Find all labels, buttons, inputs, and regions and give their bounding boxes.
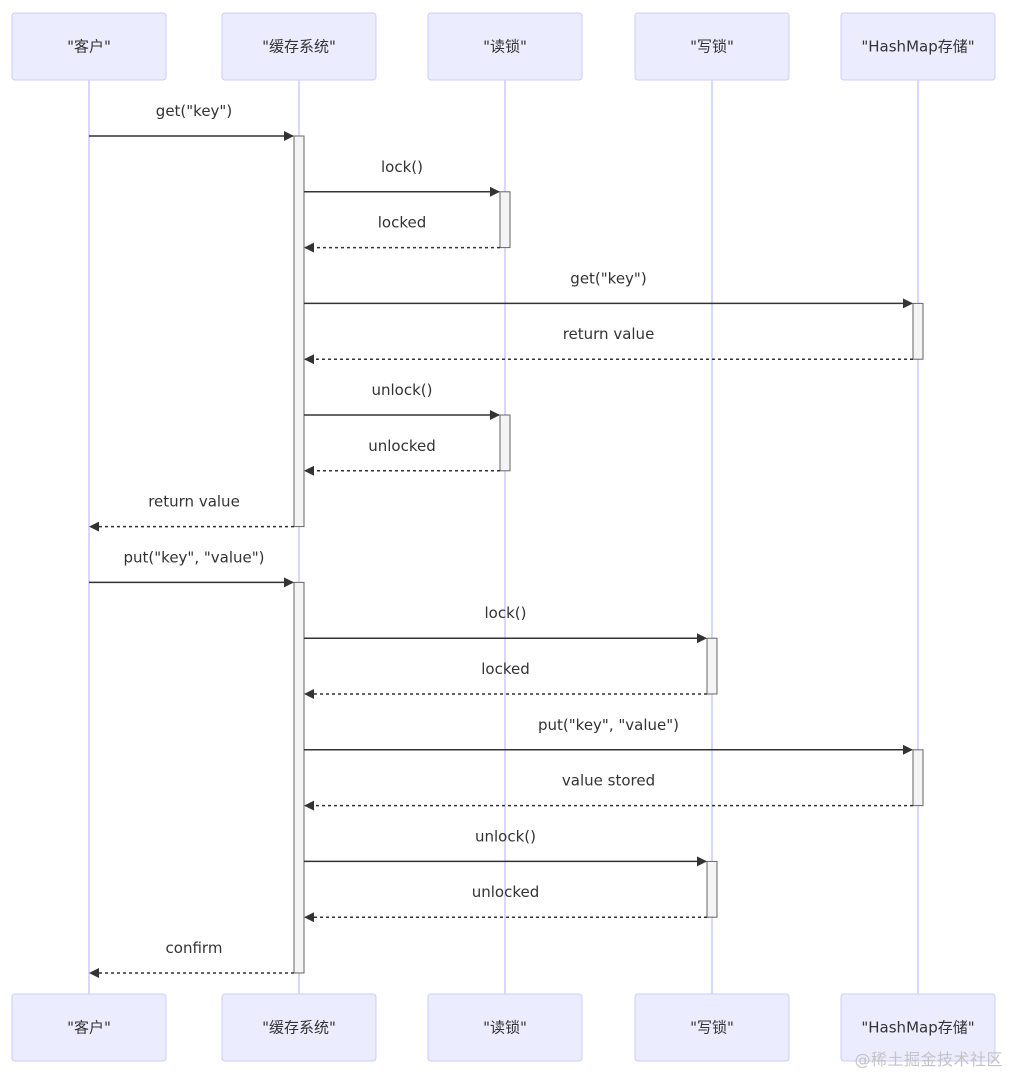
actor-label: "读锁" <box>483 38 527 56</box>
message-6: unlocked <box>304 437 500 476</box>
actor-box <box>221 12 377 81</box>
message-1: lock() <box>304 158 500 197</box>
message-label: value stored <box>562 772 655 790</box>
message-label: get("key") <box>156 102 232 120</box>
actor-box <box>634 12 790 81</box>
actor-writelock-top: "写锁" <box>634 12 790 81</box>
message-4: return value <box>304 325 913 365</box>
activation-bar-readlock <box>499 414 511 472</box>
message-11: put("key", "value") <box>304 716 913 755</box>
actor-label: "HashMap存储" <box>861 1019 974 1037</box>
message-7: return value <box>89 493 294 532</box>
actor-label: "缓存系统" <box>262 1019 336 1037</box>
activation-bar-cache <box>293 135 305 528</box>
actor-label: "HashMap存储" <box>861 38 974 56</box>
message-10: locked <box>304 660 707 699</box>
actor-box <box>221 993 377 1062</box>
message-0: get("key") <box>89 102 294 141</box>
actor-box <box>634 993 790 1062</box>
watermark-text: @稀土掘金技术社区 <box>854 1050 1003 1069</box>
activations <box>293 135 924 974</box>
message-label: get("key") <box>570 269 646 287</box>
message-8: put("key", "value") <box>89 548 294 588</box>
message-label: unlock() <box>475 827 536 845</box>
actors: "客户" "客户" "缓存系统" "缓存系统" "读锁" "读锁" "写锁" "写锁" "Has… <box>11 12 996 1062</box>
actor-readlock-top: "读锁" <box>427 12 583 81</box>
actor-label: "写锁" <box>690 38 734 56</box>
message-13: unlock() <box>304 827 707 867</box>
actor-label: "客户" <box>67 38 111 56</box>
actor-box <box>840 12 996 81</box>
messages: get("key") lock() locked get("key") return v… <box>89 102 913 978</box>
message-2: locked <box>304 214 500 253</box>
message-14: unlocked <box>304 883 707 923</box>
actor-hashmap-bottom: "HashMap存储" <box>840 993 996 1062</box>
activation-bar-hashmap <box>912 749 924 807</box>
message-label: lock() <box>381 158 423 176</box>
activation-bar-writelock <box>706 860 718 918</box>
message-label: confirm <box>166 939 223 957</box>
actor-box <box>427 12 583 81</box>
actor-label: "客户" <box>67 1019 111 1037</box>
message-label: put("key", "value") <box>538 716 679 734</box>
message-12: value stored <box>304 772 913 811</box>
actor-box <box>840 993 996 1062</box>
message-15: confirm <box>89 939 294 978</box>
actor-client-top: "客户" <box>11 12 167 81</box>
activation-bar-writelock <box>706 637 718 695</box>
message-label: unlock() <box>372 381 433 399</box>
actor-cache-top: "缓存系统" <box>221 12 377 81</box>
actor-box <box>427 993 583 1062</box>
message-9: lock() <box>304 604 707 644</box>
actor-box <box>11 993 167 1062</box>
message-5: unlock() <box>304 381 500 420</box>
message-label: return value <box>148 493 240 511</box>
message-label: locked <box>481 660 530 678</box>
actor-cache-bottom: "缓存系统" <box>221 993 377 1062</box>
actor-label: "缓存系统" <box>262 38 336 56</box>
actor-box <box>11 12 167 81</box>
actor-writelock-bottom: "写锁" <box>634 993 790 1062</box>
message-3: get("key") <box>304 269 913 309</box>
activation-bar-cache <box>293 581 305 974</box>
message-label: lock() <box>485 604 527 622</box>
message-label: unlocked <box>472 883 540 901</box>
actor-readlock-bottom: "读锁" <box>427 993 583 1062</box>
actor-client-bottom: "客户" <box>11 993 167 1062</box>
actor-label: "读锁" <box>483 1019 527 1037</box>
actor-hashmap-top: "HashMap存储" <box>840 12 996 81</box>
message-label: unlocked <box>368 437 436 455</box>
actor-label: "写锁" <box>690 1019 734 1037</box>
activation-bar-hashmap <box>912 302 924 360</box>
message-label: locked <box>378 214 427 232</box>
message-label: return value <box>563 325 655 343</box>
activation-bar-readlock <box>499 191 511 249</box>
message-label: put("key", "value") <box>124 548 265 566</box>
